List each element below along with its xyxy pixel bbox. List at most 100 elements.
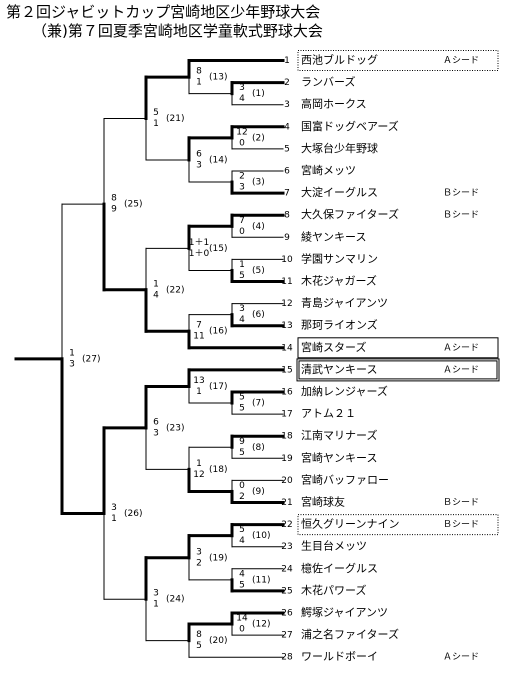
team-number: 19 (281, 454, 293, 464)
team-name: ランバーズ (301, 75, 355, 89)
match-number: (11) (252, 575, 270, 585)
team-number: 6 (284, 167, 290, 177)
seed-label: Ａシード (443, 343, 479, 353)
team-name: 恒久グリーンナイン (301, 517, 399, 531)
team-name: 大塚台少年野球 (301, 141, 378, 155)
team-name: 江南マリナーズ (301, 428, 377, 442)
score-bottom: 2 (239, 492, 245, 502)
team-name: 宮崎メッツ (301, 163, 356, 177)
score-top: 3 (153, 589, 159, 599)
match-number: (10) (252, 531, 270, 541)
team-number: 17 (281, 410, 292, 420)
seed-box-outer (296, 358, 500, 382)
team-number: 20 (281, 476, 293, 486)
match-number: (22) (166, 285, 184, 295)
score-top: 1 (153, 279, 159, 289)
team-number: 15 (281, 365, 292, 375)
match-number: (4) (252, 222, 265, 232)
team-name: アトム２１ (301, 407, 356, 420)
team-number: 22 (281, 520, 292, 530)
score-bottom: 4 (153, 290, 159, 300)
match-number: (26) (124, 509, 142, 519)
seed-label: Ａシード (443, 653, 479, 663)
match-number: (17) (209, 382, 227, 392)
score-bottom: 12 (193, 470, 204, 480)
score-top: 12 (236, 127, 247, 137)
team-number: 23 (281, 542, 292, 552)
match-number: (20) (209, 636, 227, 646)
team-number: 8 (284, 211, 290, 221)
team-name: 綾ヤンキース (301, 230, 366, 243)
match-number: (3) (252, 178, 265, 188)
score-bottom: 5 (239, 404, 245, 414)
score-top: 0 (239, 481, 245, 491)
score-top: 8 (196, 67, 202, 77)
match-number: (27) (82, 354, 100, 364)
score-top: 1＋1 (189, 237, 209, 248)
team-name: 鰐塚ジャイアンツ (301, 606, 388, 619)
team-number: 3 (284, 100, 290, 110)
team-name: 清武ヤンキース (301, 363, 377, 376)
score-top: 7 (239, 216, 245, 226)
score-top: 13 (193, 376, 204, 386)
score-bottom: 11 (193, 332, 204, 342)
match-number: (21) (166, 114, 184, 124)
team-number: 16 (281, 388, 293, 398)
match-number: (9) (252, 487, 265, 497)
team-name: 木花パワーズ (301, 583, 366, 597)
seed-box (297, 50, 499, 71)
team-number: 2 (284, 78, 290, 88)
match-number: (6) (252, 310, 265, 320)
team-name: ワールドボーイ (301, 650, 378, 663)
match-number: (24) (166, 595, 184, 605)
score-bottom: 3 (196, 160, 202, 170)
team-name: 生目台メッツ (301, 539, 367, 553)
score-bottom: 0 (239, 227, 245, 237)
score-bottom: 1 (111, 514, 117, 524)
score-top: 8 (196, 630, 202, 640)
score-top: 4 (239, 569, 245, 579)
team-name: 宮崎バッファロー (301, 472, 389, 486)
score-bottom: 4 (239, 536, 245, 546)
team-number: 27 (281, 631, 292, 641)
match-number: (23) (166, 423, 184, 433)
team-name: 青島ジャイアンツ (301, 296, 388, 310)
team-name: 浦之名ファイターズ (301, 627, 399, 641)
team-name: 宮崎ヤンキース (301, 450, 377, 464)
score-top: 1 (196, 459, 202, 469)
score-bottom: 3 (153, 428, 159, 438)
seed-label: Ａシード (443, 56, 479, 66)
team-number: 11 (281, 277, 292, 287)
score-bottom: 2 (196, 558, 202, 568)
score-top: 3 (111, 503, 117, 513)
match-number: (13) (209, 73, 227, 83)
score-top: 1 (69, 348, 75, 358)
team-name: 国富ドッグベアーズ (301, 119, 399, 133)
team-number: 12 (281, 299, 292, 309)
team-name: 高岡ホークス (301, 97, 367, 111)
team-number: 26 (281, 609, 293, 619)
score-bottom: 1＋0 (189, 248, 210, 259)
match-number: (16) (209, 327, 227, 337)
score-bottom: 5 (196, 641, 202, 651)
match-number: (14) (209, 155, 227, 165)
match-number: (8) (252, 443, 265, 453)
team-number: 7 (284, 189, 290, 199)
score-top: 2 (239, 172, 245, 182)
score-top: 5 (239, 525, 245, 535)
score-top: 3 (196, 547, 202, 557)
match-number: (25) (124, 200, 142, 210)
team-number: 24 (281, 564, 293, 574)
seed-label: Ａシード (443, 365, 479, 375)
match-number: (2) (252, 133, 265, 143)
tournament-title: 第２回ジャビットカップ宮崎地区少年野球大会 (6, 3, 321, 21)
team-number: 18 (281, 432, 293, 442)
team-name: 檍佐イーグルス (301, 561, 378, 575)
seed-box-inner (298, 360, 498, 380)
score-bottom: 5 (239, 448, 245, 458)
score-bottom: 3 (239, 183, 245, 193)
team-number: 25 (281, 586, 292, 596)
team-number: 9 (284, 233, 290, 243)
team-number: 5 (284, 144, 290, 154)
score-bottom: 4 (239, 94, 245, 104)
